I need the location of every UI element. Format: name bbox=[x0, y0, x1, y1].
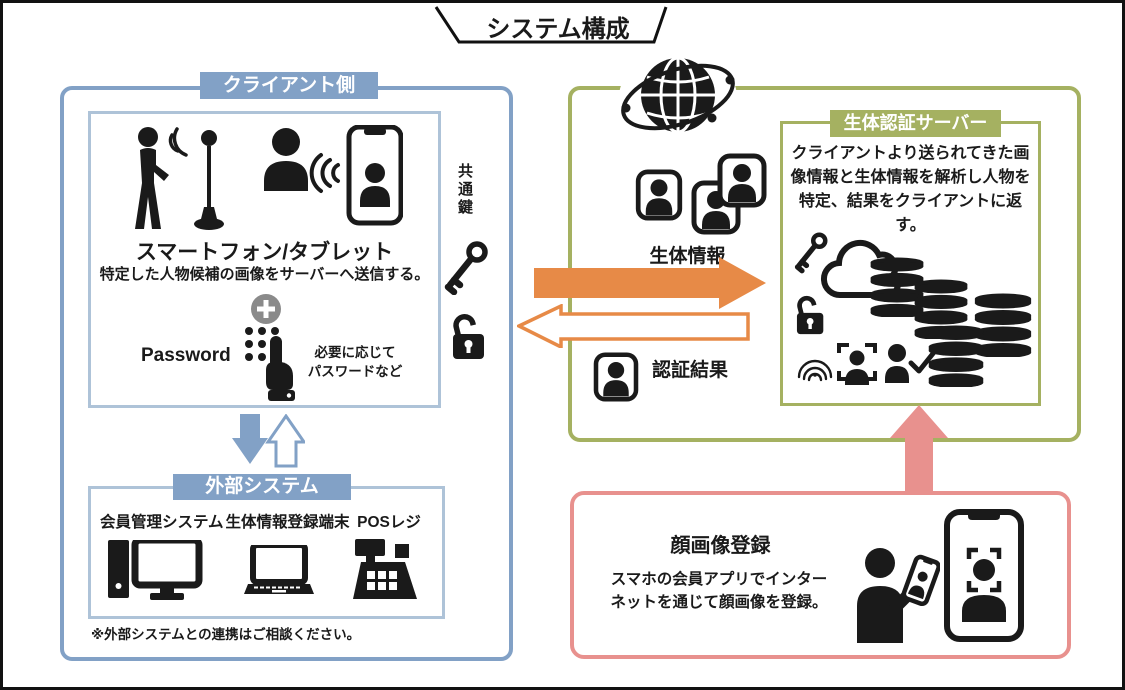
external-system-header: 外部システム bbox=[173, 474, 351, 500]
client-device-box bbox=[88, 111, 441, 408]
password-note: 必要に応じて パスワードなど bbox=[301, 343, 409, 381]
password-note-line2: パスワードなど bbox=[307, 364, 403, 379]
key-icon bbox=[444, 241, 488, 295]
registration-box bbox=[570, 491, 1071, 659]
fingerprint-icon bbox=[797, 359, 833, 382]
server-header: 生体認証サーバー bbox=[830, 110, 1001, 137]
updown-arrows-icon bbox=[232, 414, 305, 468]
server-box bbox=[568, 86, 1081, 442]
external-item-label: 会員管理システム bbox=[100, 514, 224, 531]
server-desc-line1: クライアントより送られてきた画 bbox=[791, 145, 1030, 162]
unlock-icon bbox=[796, 295, 824, 335]
face-registration-phone-icon bbox=[944, 509, 1024, 642]
title-frame bbox=[434, 6, 668, 44]
server-desc-line3: 特定、結果をクライアントに返す。 bbox=[798, 193, 1023, 234]
person-cards-stacked-icon bbox=[691, 153, 769, 235]
registration-desc-line2: ネットを通じて顔画像を登録。 bbox=[610, 594, 828, 611]
unlock-icon bbox=[453, 314, 484, 359]
plus-icon bbox=[251, 294, 281, 324]
auth-result-card-icon bbox=[592, 352, 640, 402]
key-icon bbox=[794, 232, 828, 274]
person-phone-icon bbox=[264, 125, 403, 226]
face-scan-icon bbox=[837, 343, 877, 385]
globe-network-icon bbox=[619, 52, 737, 142]
server-description: クライアントより送られてきた画 像情報と生体情報を解析し人物を 特定、結果をクラ… bbox=[789, 142, 1032, 238]
device-title: スマートフォン/タブレット bbox=[135, 241, 394, 264]
registration-title: 顔画像登録 bbox=[670, 535, 771, 557]
desktop-pc-icon bbox=[108, 540, 203, 600]
registration-desc-line1: スマホの会員アプリでインター bbox=[610, 571, 828, 588]
person-card-icon bbox=[634, 169, 684, 221]
arrow-right-icon bbox=[534, 257, 766, 309]
registration-description: スマホの会員アプリでインター ネットを通じて顔画像を登録。 bbox=[603, 568, 835, 614]
keypad-finger-icon bbox=[245, 327, 295, 401]
external-note: ※外部システムとの連携はご相談ください。 bbox=[91, 627, 361, 642]
password-note-line1: 必要に応じて bbox=[314, 345, 396, 360]
person-check-icon bbox=[885, 344, 938, 383]
server-desc-line2: 像情報と生体情報を解析し人物を bbox=[790, 169, 1031, 186]
common-key-label: 共通鍵 bbox=[456, 163, 473, 217]
pos-register-icon bbox=[353, 539, 417, 599]
person-speaking-mic-icon bbox=[135, 127, 224, 230]
arrow-up-icon bbox=[890, 405, 948, 492]
server-icons-cluster bbox=[794, 232, 1032, 387]
auth-result-label: 認証結果 bbox=[652, 360, 729, 381]
selfie-person-icon bbox=[857, 548, 940, 643]
arrow-left-outline-icon bbox=[517, 304, 750, 348]
device-description: 特定した人物候補の画像をサーバーへ送信する。 bbox=[99, 266, 430, 283]
laptop-icon bbox=[244, 545, 314, 594]
page-title: システム構成 bbox=[486, 16, 630, 43]
external-item-label: 生体情報登録端末 bbox=[225, 514, 350, 531]
password-label: Password bbox=[141, 345, 231, 366]
client-header: クライアント側 bbox=[200, 72, 378, 99]
biometric-info-label: 生体情報 bbox=[649, 246, 726, 267]
external-item-label: POSレジ bbox=[357, 514, 421, 531]
